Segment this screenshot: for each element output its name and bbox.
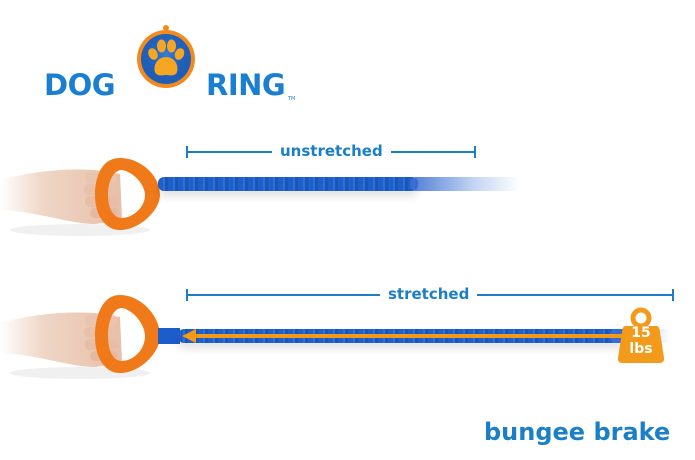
bungee-connector bbox=[158, 328, 180, 344]
unstretched-label: unstretched bbox=[272, 142, 391, 160]
logo-word-dog: DOG bbox=[44, 68, 116, 102]
dimension-tick-right bbox=[672, 289, 674, 301]
weight-icon: 15 lbs bbox=[616, 306, 666, 364]
weight-unit: lbs bbox=[629, 341, 653, 357]
arrow-head bbox=[182, 329, 196, 343]
weight-value: 15 bbox=[631, 325, 651, 341]
logo: DOG RING TM bbox=[40, 20, 310, 102]
bungee-unstretched-fade bbox=[410, 177, 520, 191]
stretched-label: stretched bbox=[380, 285, 478, 303]
hand-with-ring-stretched bbox=[0, 293, 170, 383]
logo-word-ring: RING bbox=[206, 68, 286, 102]
bungee-brake-caption: bungee brake bbox=[484, 418, 671, 446]
trademark-mark: TM bbox=[288, 96, 296, 102]
arrow-shaft bbox=[192, 334, 622, 338]
hand-with-ring-unstretched bbox=[0, 150, 170, 240]
dimension-tick-right bbox=[474, 146, 476, 158]
bungee-unstretched bbox=[158, 177, 418, 191]
paw-icon bbox=[133, 24, 199, 90]
